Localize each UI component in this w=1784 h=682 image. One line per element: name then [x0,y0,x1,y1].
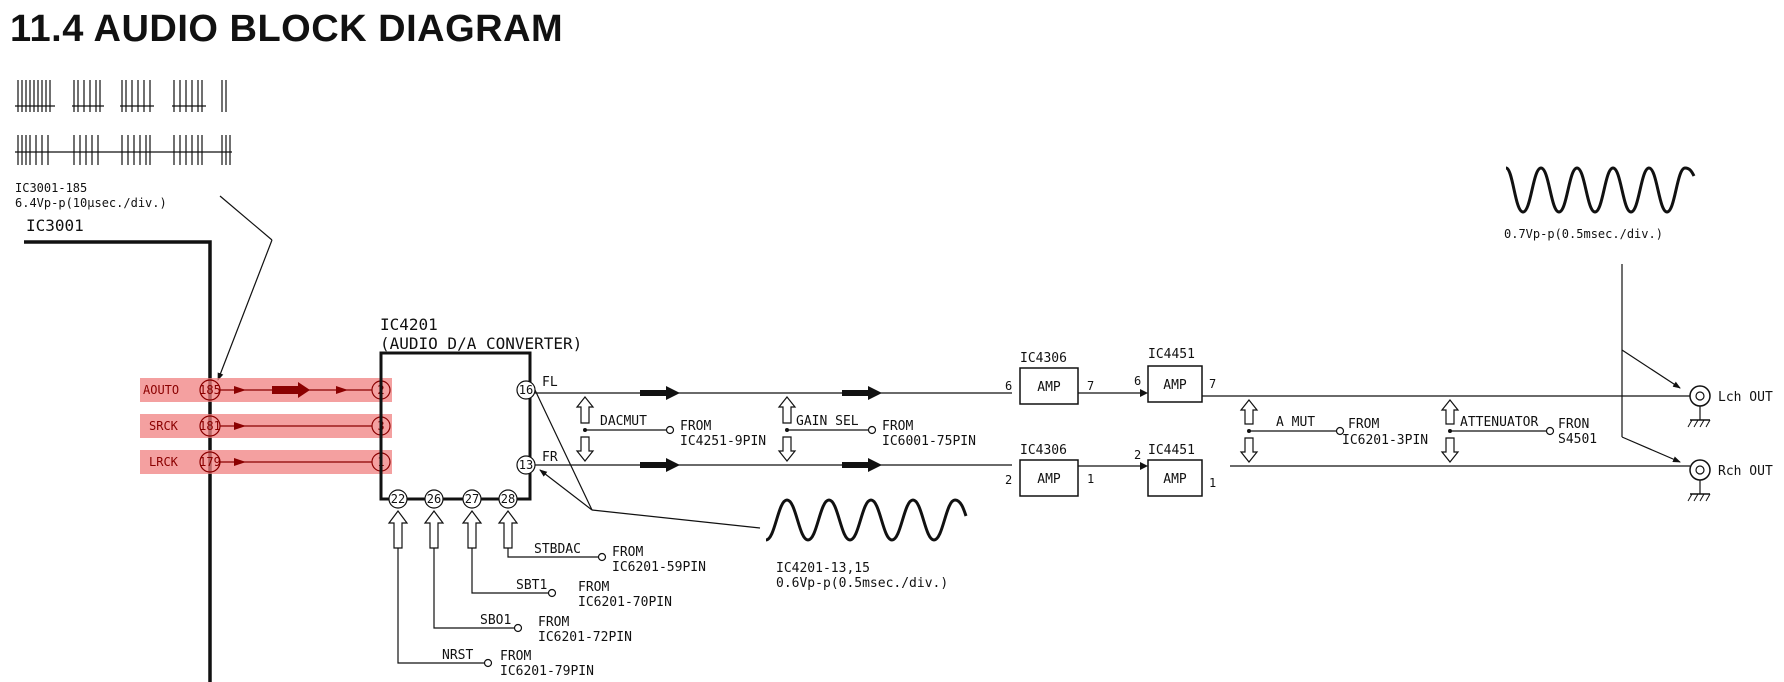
amp-ic4306-bot-pin-in: 2 [1005,473,1012,487]
pin-26: 26 [427,492,441,506]
sbt1-name: SBT1 [516,578,547,593]
control-arrows [387,510,519,549]
amp-ic4451-bot [1147,459,1203,497]
amp-ic4451-bot-pin-out: 1 [1209,476,1216,490]
rch-out-label: Rch OUT [1718,464,1773,479]
amp-ic4306-bot-name: IC4306 [1020,443,1067,458]
amp-ic4306-top-pin-out: 7 [1087,379,1094,393]
waveform-top-label-2: 6.4Vp-p(10μsec./div.) [15,196,167,210]
waveform-mid [765,498,968,542]
gainsel-from: FROM [882,419,913,434]
amut-arrow [1239,399,1259,463]
pin-181: 181 [199,419,221,433]
signal-name-aouto: AOUTO [143,383,179,397]
sbt1-from: FROM [578,580,609,595]
amp-ic4306-top-pin-in: 6 [1005,379,1012,393]
ic4201-out-fr: FR [542,450,558,465]
stbdac-src: IC6201-59PIN [612,560,706,575]
amp-ic4306-top-name: IC4306 [1020,351,1067,366]
waveform-right-label: 0.7Vp-p(0.5msec./div.) [1504,227,1663,241]
pin-27: 27 [465,492,479,506]
gainsel-arrow [777,396,797,462]
waveform-mid-label-2: 0.6Vp-p(0.5msec./div.) [776,576,948,591]
rch-jack-icon [1687,459,1711,502]
ic3001-label: IC3001 [26,216,84,235]
amp-ic4451-top-label: AMP [1163,378,1187,393]
ic4201-out-fl: FL [542,375,558,390]
amp-ic4451-top-pin-out: 7 [1209,377,1216,391]
sbo1-src: IC6201-72PIN [538,630,632,645]
nrst-from: FROM [500,649,531,664]
amut-src: IC6201-3PIN [1342,433,1428,448]
digital-waveform [15,80,232,165]
pin-22: 22 [391,492,405,506]
ic4201-desc: (AUDIO D/A CONVERTER) [380,334,582,353]
gainsel-src: IC6001-75PIN [882,434,976,449]
page-title: 11.4 AUDIO BLOCK DIAGRAM [10,8,564,50]
waveform-mid-label-1: IC4201-13,15 [776,561,870,576]
stbdac-name: STBDAC [534,542,581,557]
amp-ic4451-bot-name: IC4451 [1148,443,1195,458]
lch-jack-icon [1687,385,1711,428]
dacmut-from: FROM [680,419,711,434]
pin-28: 28 [501,492,515,506]
amut-from: FROM [1348,417,1379,432]
amp-ic4451-top-name: IC4451 [1148,347,1195,362]
attenuator-src: S4501 [1558,432,1597,447]
waveform-right [1504,166,1696,214]
waveform-top-label-1: IC3001-185 [15,181,87,195]
attenuator-from: FRON [1558,417,1589,432]
pin-179: 179 [199,455,221,469]
ic4201-name: IC4201 [380,315,438,334]
amp-ic4306-top-label: AMP [1037,380,1061,395]
pin-185: 185 [199,383,221,397]
amp-ic4306-bot-pin-out: 1 [1087,472,1094,486]
amp-ic4306-top [1019,367,1079,405]
gainsel-name: GAIN SEL [796,414,859,429]
amp-ic4451-bot-pin-in: 2 [1134,448,1141,462]
signal-aouto: AOUTO 185 2 [143,379,391,401]
signal-name-lrck: LRCK [149,455,179,469]
nrst-src: IC6201-79PIN [500,664,594,679]
nrst-name: NRST [442,648,473,663]
amp-ic4306-bot-label: AMP [1037,472,1061,487]
dacmut-src: IC4251-9PIN [680,434,766,449]
amp-ic4451-bot-label: AMP [1163,472,1187,487]
signal-name-srck: SRCK [149,419,179,433]
pin-16: 16 [519,383,533,397]
sbo1-name: SBO1 [480,613,511,628]
attenuator-arrow [1440,399,1460,463]
amp-ic4451-top-pin-in: 6 [1134,374,1141,388]
lch-out-label: Lch OUT [1718,390,1773,405]
amp-ic4451-top [1147,365,1203,403]
ic4201-box [379,351,532,501]
amut-name: A MUT [1276,415,1315,430]
stbdac-from: FROM [612,545,643,560]
ic3001-bus [24,240,212,682]
dacmut-arrow [575,396,595,462]
attenuator-name: ATTENUATOR [1460,415,1538,430]
sbo1-from: FROM [538,615,569,630]
sbt1-src: IC6201-70PIN [578,595,672,610]
pin-13: 13 [519,458,533,472]
amp-ic4306-bot [1019,459,1079,497]
dacmut-name: DACMUT [600,414,647,429]
